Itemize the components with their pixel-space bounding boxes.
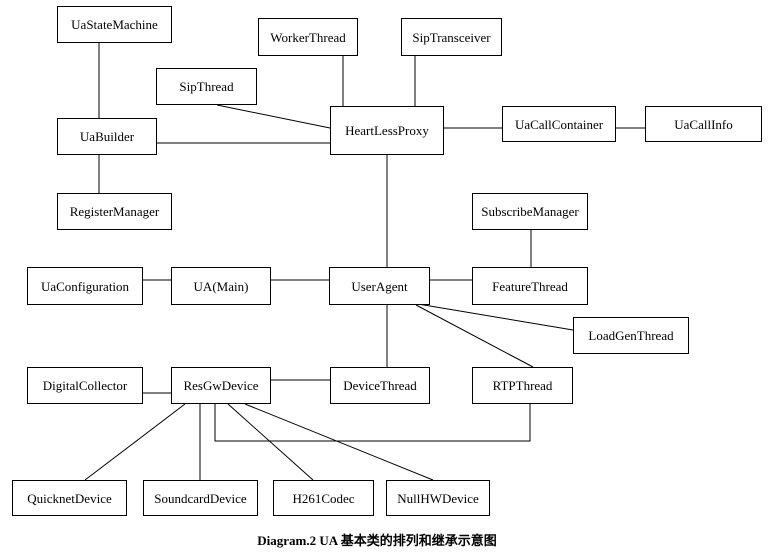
- class-box-ua-call-info: UaCallInfo: [645, 106, 762, 142]
- class-box-label: SubscribeManager: [481, 204, 579, 219]
- class-box-label: SipThread: [179, 79, 234, 94]
- class-box-res-gw-device: ResGwDevice: [171, 367, 271, 404]
- class-box-ua-state-machine: UaStateMachine: [57, 6, 172, 43]
- class-box-sip-thread: SipThread: [156, 68, 257, 105]
- class-box-label: QuicknetDevice: [27, 490, 112, 506]
- class-box-label: FeatureThread: [492, 278, 568, 294]
- class-box-label: RegisterManager: [69, 204, 160, 219]
- class-box-label: H261Codec: [292, 490, 355, 506]
- class-box-null-hw-device: NullHWDevice: [386, 480, 490, 516]
- class-box-ua-call-container: UaCallContainer: [502, 106, 616, 142]
- class-box-ua-configuration: UaConfiguration: [27, 267, 143, 305]
- class-box-worker-thread: WorkerThread: [258, 18, 358, 56]
- class-box-label: NullHWDevice: [397, 490, 479, 506]
- class-box-label: UaConfiguration: [40, 278, 130, 294]
- edge-res-gw-device--quicknet-device: [84, 403, 186, 481]
- edge-res-gw-device--rtp-thread: [214, 404, 531, 442]
- class-box-ua-main: UA(Main): [171, 267, 271, 305]
- class-box-label: DigitalCollector: [42, 378, 128, 393]
- class-box-label: UaCallInfo: [674, 116, 733, 132]
- class-box-rtp-thread: RTPThread: [472, 367, 573, 404]
- edge-res-gw-device--h261-codec: [227, 403, 314, 481]
- class-box-label: RTPThread: [492, 378, 553, 393]
- class-box-quicknet-device: QuicknetDevice: [12, 480, 127, 516]
- class-box-label: UserAgent: [351, 278, 408, 294]
- class-box-label: SoundcardDevice: [154, 490, 247, 506]
- class-box-label: DeviceThread: [343, 378, 417, 393]
- class-box-soundcard-device: SoundcardDevice: [143, 480, 258, 516]
- class-box-label: LoadGenThread: [588, 328, 674, 343]
- edge-res-gw-device--null-hw-device: [244, 403, 434, 481]
- class-box-ua-builder: UaBuilder: [57, 118, 157, 155]
- class-box-label: HeartLessProxy: [345, 123, 429, 138]
- class-box-subscribe-manager: SubscribeManager: [472, 193, 588, 230]
- class-box-load-gen-thread: LoadGenThread: [573, 317, 689, 354]
- edge-user-agent--load-gen-thread: [417, 303, 574, 331]
- class-box-label: UaCallContainer: [514, 116, 604, 132]
- edge-sip-thread--heart-less-proxy: [216, 104, 331, 129]
- class-box-digital-collector: DigitalCollector: [27, 367, 143, 404]
- class-box-user-agent: UserAgent: [329, 267, 430, 305]
- class-box-device-thread: DeviceThread: [330, 367, 430, 404]
- class-box-heart-less-proxy: HeartLessProxy: [330, 106, 444, 155]
- class-box-h261-codec: H261Codec: [273, 480, 374, 516]
- class-box-label: SipTransceiver: [412, 29, 491, 45]
- class-box-sip-transceiver: SipTransceiver: [401, 18, 502, 56]
- class-box-register-manager: RegisterManager: [57, 193, 172, 230]
- edge-user-agent--rtp-thread: [415, 304, 534, 368]
- class-box-label: UA(Main): [193, 278, 249, 294]
- class-box-label: ResGwDevice: [183, 378, 259, 393]
- diagram-caption: Diagram.2 UA 基本类的排列和继承示意图: [257, 533, 497, 548]
- class-box-label: UaStateMachine: [71, 17, 158, 32]
- class-box-label: UaBuilder: [79, 129, 135, 144]
- class-box-label: WorkerThread: [270, 29, 346, 45]
- class-box-feature-thread: FeatureThread: [472, 267, 588, 305]
